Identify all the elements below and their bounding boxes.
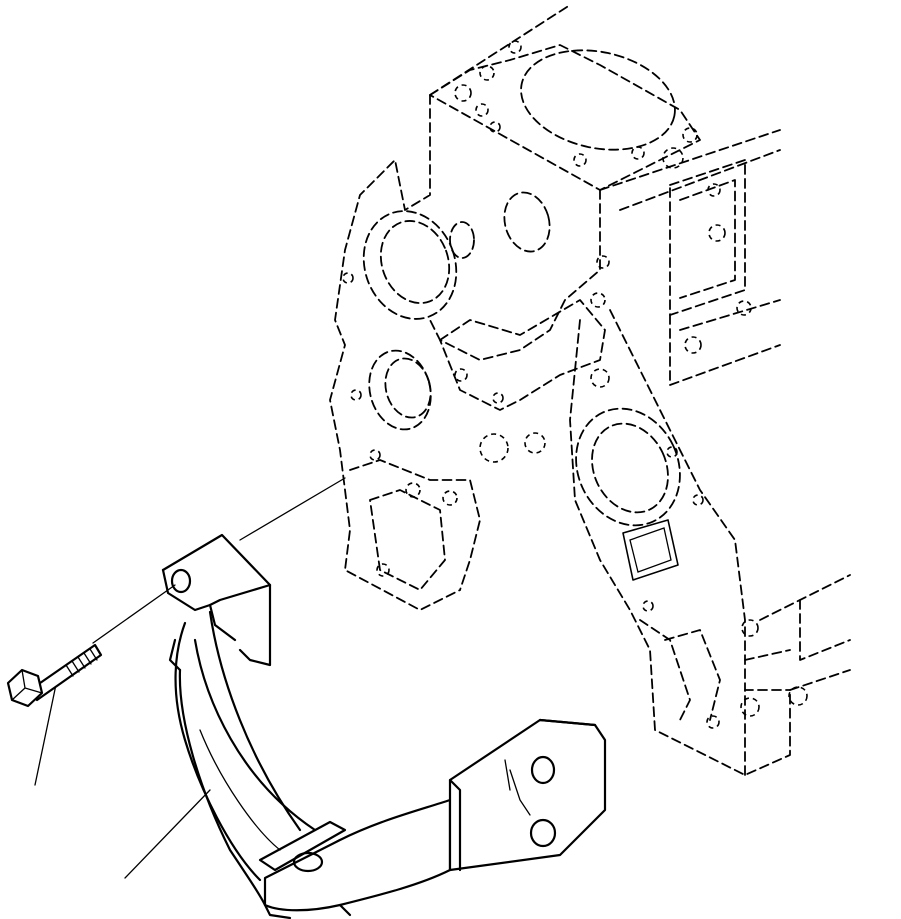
mounting-bracket — [161, 533, 607, 919]
engine-block-outline — [329, 4, 851, 776]
leader-lines — [34, 477, 346, 879]
bolt — [6, 643, 103, 708]
